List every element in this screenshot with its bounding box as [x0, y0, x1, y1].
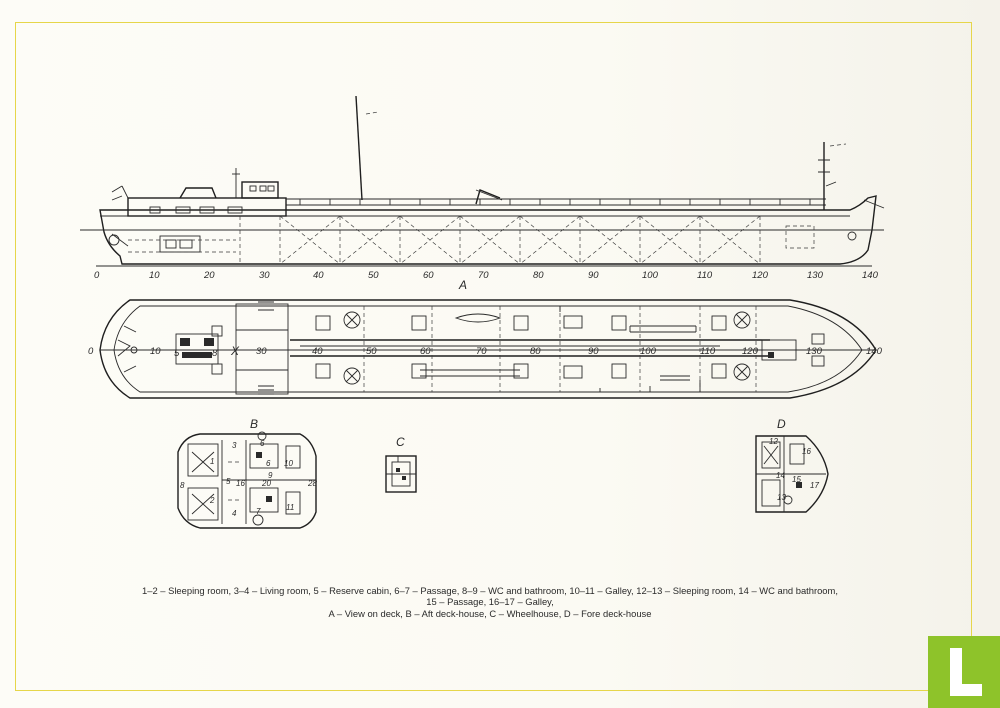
legend-caption: 1–2 – Sleeping room, 3–4 – Living room, … — [60, 585, 920, 619]
room-number: 11 — [286, 503, 294, 512]
room-number: 1 — [210, 457, 214, 466]
deck-frame-number: 120 — [742, 346, 759, 357]
yellow-border-frame — [15, 22, 972, 691]
deck-frame-number: 110 — [700, 346, 716, 357]
room-number: 6 — [266, 459, 271, 468]
room-number: 15 — [792, 475, 801, 484]
frame-number: 90 — [588, 270, 599, 281]
view-label-c: C — [396, 435, 405, 449]
room-number: 28 — [307, 479, 317, 488]
frame-number: 20 — [203, 270, 215, 281]
deck-frame-number: 130 — [806, 346, 823, 357]
corner-badge — [928, 636, 1000, 708]
frame-number: 80 — [533, 270, 544, 281]
side-elevation — [80, 95, 885, 265]
room-number: 12 — [769, 437, 778, 446]
deck-frame-number: 80 — [530, 346, 541, 357]
frame-number: 70 — [478, 270, 489, 281]
frame-scale-side: 0 10 20 30 40 50 60 70 80 90 100 110 120… — [94, 265, 879, 281]
room-number: 17 — [810, 481, 819, 490]
room-number: 8 — [180, 481, 185, 490]
frame-number: 0 — [94, 270, 100, 281]
deck-mark-x: X — [230, 344, 240, 358]
frame-number: 130 — [807, 270, 824, 281]
room-number: 14 — [776, 471, 785, 480]
caption-line-2: 15 – Passage, 16–17 – Galley, — [426, 596, 554, 608]
deck-frame-number: 10 — [150, 346, 161, 357]
deck-frame-number: 30 — [256, 346, 267, 357]
view-label-a: A — [458, 278, 467, 292]
frame-number: 120 — [752, 270, 769, 281]
room-number: 4 — [232, 509, 237, 518]
room-number: 7 — [256, 507, 261, 516]
l-logo-icon — [948, 648, 982, 696]
room-number: 5 — [226, 477, 231, 486]
frame-number: 100 — [642, 270, 659, 281]
frame-number: 60 — [423, 270, 434, 281]
frame-number: 30 — [259, 270, 270, 281]
caption-line-3: A – View on deck, B – Aft deck-house, C … — [328, 607, 652, 619]
deck-plan-labels: 0 10 30 40 50 60 70 80 90 100 110 120 13… — [88, 344, 883, 359]
view-label-b: B — [250, 417, 258, 431]
frame-number: 50 — [368, 270, 379, 281]
room-number: 10 — [284, 459, 293, 468]
room-number: 16 — [236, 479, 245, 488]
deck-frame-number: 40 — [312, 346, 323, 357]
aft-deck-house-plan: 3 4 5 6 7 8 9 1 2 10 11 16 20 28 6 — [177, 431, 317, 529]
room-number: 13 — [777, 493, 786, 502]
room-number: 20 — [261, 479, 271, 488]
deck-frame-number: 70 — [476, 346, 487, 357]
deck-frame-number: 50 — [366, 346, 377, 357]
room-number: 9 — [268, 471, 273, 480]
deck-frame-number: 60 — [420, 346, 431, 357]
frame-number: 140 — [862, 270, 879, 281]
wheelhouse-plan — [385, 455, 417, 493]
fore-deck-house-plan: 12 13 14 15 16 17 — [755, 435, 829, 513]
frame-number: 40 — [313, 270, 324, 281]
room-number: 6 — [260, 439, 265, 448]
deck-plan — [99, 299, 877, 399]
view-label-d: D — [777, 417, 786, 431]
frame-number: 10 — [149, 270, 160, 281]
room-number: 3 — [232, 441, 237, 450]
caption-line-1: 1–2 – Sleeping room, 3–4 – Living room, … — [142, 585, 838, 596]
deck-mark: 8 — [212, 348, 218, 359]
room-number: 2 — [209, 496, 215, 505]
frame-number: 110 — [697, 270, 713, 281]
deck-frame-number: 100 — [640, 346, 657, 357]
room-number: 16 — [802, 447, 811, 456]
deck-frame-number: 0 — [88, 346, 94, 357]
deck-frame-number: 90 — [588, 346, 599, 357]
deck-frame-number: 140 — [866, 346, 883, 357]
deck-mark: 5 — [174, 348, 180, 359]
